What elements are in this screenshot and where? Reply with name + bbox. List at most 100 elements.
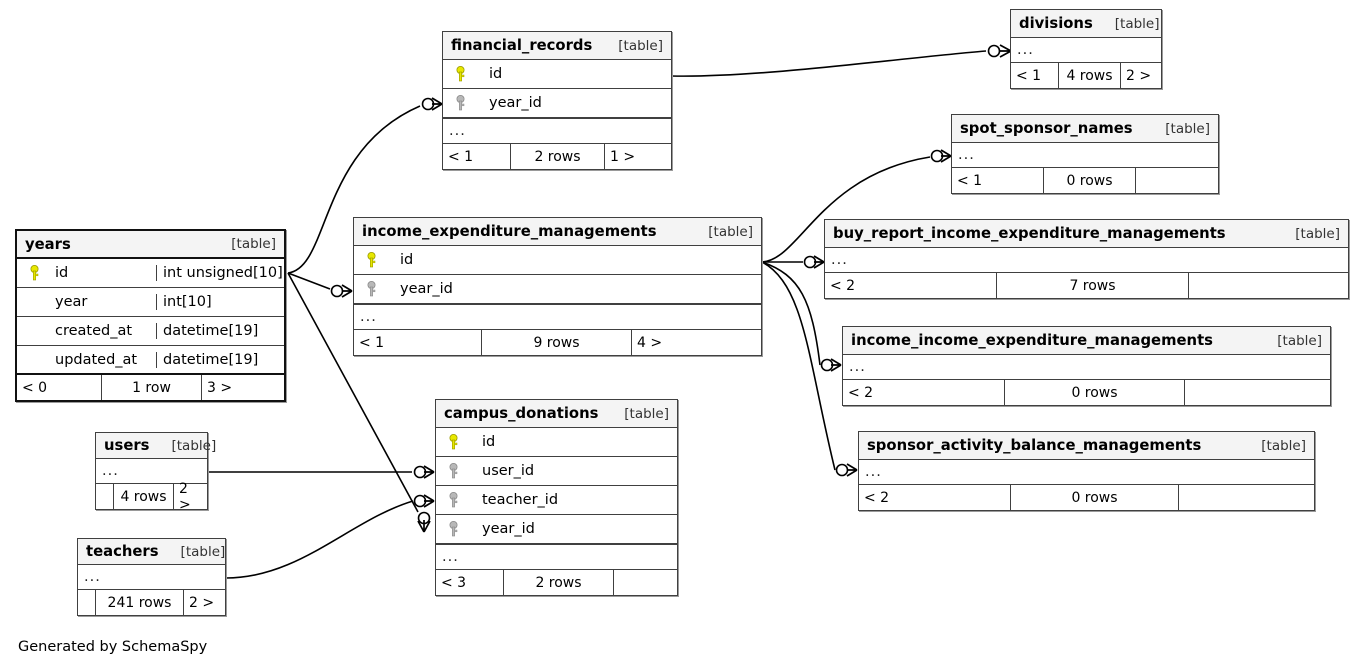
ellipsis-label: ... [831,252,848,268]
table-footer: < 2 0 rows [859,485,1314,510]
table-teachers[interactable]: teachers [table] ... 241 rows 2 > [77,538,226,616]
table-spot_sponsor_names[interactable]: spot_sponsor_names [table] ... < 1 0 row… [951,114,1219,194]
footer-row-count: 0 rows [1044,168,1136,193]
table-type-tag: [table] [1114,15,1160,32]
more-columns-indicator: ... [825,248,1348,273]
table-title: income_income_expenditure_managements [851,332,1213,349]
table-header-spot_sponsor_names: spot_sponsor_names [table] [952,115,1218,143]
footer-child-count [1185,380,1195,405]
primary-key-icon [23,265,45,281]
primary-key-icon [442,434,464,450]
table-type-tag: [table] [171,437,217,454]
table-header-financial_records: financial_records [table] [443,32,671,60]
table-header-users: users [table] [96,433,216,459]
table-users[interactable]: users [table] ... 4 rows 2 > [95,432,216,513]
table-title: teachers [86,543,159,560]
table-footer: < 0 1 row 3 > [17,375,284,400]
footer-row-count: 0 rows [1005,380,1185,405]
footer-parent-count: < 1 [952,168,1044,193]
table-income_income_expenditure_managements[interactable]: income_income_expenditure_managements [t… [842,326,1331,406]
foreign-key-icon [442,492,464,508]
ellipsis-label: ... [1017,42,1034,58]
table-footer: < 1 2 rows 1 > [443,144,671,169]
table-title: users [104,437,150,454]
footer-child-count: 3 > [207,379,233,396]
footer-child-count [1189,273,1199,298]
column-name: id [400,252,414,268]
footer-child-count: 2 > [189,594,215,611]
column-type: int unsigned[10] [163,265,283,281]
link-iem-income_income [761,261,821,366]
footer-child-count [614,570,624,595]
table-years[interactable]: years [table] id int unsigned[10] year [15,229,286,402]
footer-row-count: 1 row [102,375,202,400]
table-header-teachers: teachers [table] [78,539,225,565]
footer-parent-count: < 3 [436,570,504,595]
ellipsis-label: ... [849,359,866,375]
column-row-created-at: created_at datetime[19] [17,317,284,346]
footer-parent-count: < 2 [859,485,1011,510]
foreign-key-icon [442,521,464,537]
table-header-campus_donations: campus_donations [table] [436,400,677,428]
footer-row-count: 0 rows [1011,485,1179,510]
column-row-year-id: year_id [443,89,671,118]
footer-parent-count: < 0 [17,375,102,400]
table-footer: 4 rows 2 > [96,480,207,513]
table-type-tag: [table] [624,405,669,422]
footer-child-count [1179,485,1189,510]
foreign-key-icon [442,463,464,479]
footer-parent-count: < 2 [825,273,997,298]
footer-parent-count [96,484,114,509]
link-years-income_expenditure_managements [287,272,331,290]
table-header-buy_report_income_expenditure_managements: buy_report_income_expenditure_management… [825,220,1348,248]
footer-row-count: 4 rows [114,484,174,509]
table-header-years: years [table] [17,231,284,259]
column-name: year [55,294,88,310]
footer-child-count: 2 > [179,480,191,513]
table-header-income_income_expenditure_managements: income_income_expenditure_managements [t… [843,327,1330,355]
column-type: datetime[19] [163,351,259,368]
column-name: year_id [400,281,453,297]
footer-row-count: 241 rows [96,590,184,615]
table-header-income_expenditure_managements: income_expenditure_managements [table] [354,218,761,246]
footer-child-count [1136,168,1146,193]
ellipsis-label: ... [360,309,377,325]
column-row-year: year int[10] [17,288,284,317]
column-row-year-id: year_id [436,515,677,544]
table-title: income_expenditure_managements [362,223,657,240]
table-footer: < 2 0 rows [843,380,1330,405]
table-footer: 241 rows 2 > [78,590,225,615]
more-columns-indicator: ... [354,304,761,330]
column-row-id: id [354,246,761,275]
column-row-id: id int unsigned[10] [17,259,284,288]
footer-child-count: 4 > [637,334,663,351]
more-columns-indicator: ... [859,460,1314,485]
table-footer: < 1 0 rows [952,168,1218,193]
ellipsis-label: ... [84,569,101,585]
footer-row-count: 2 rows [504,570,614,595]
table-campus_donations[interactable]: campus_donations [table] id [435,399,678,596]
footer-row-count: 7 rows [997,273,1189,298]
table-divisions[interactable]: divisions [table] ... < 1 4 rows 2 > [1010,9,1162,89]
ellipsis-label: ... [102,463,119,479]
table-income_expenditure_managements[interactable]: income_expenditure_managements [table] i… [353,217,762,356]
table-sponsor_activity_balance_managements[interactable]: sponsor_activity_balance_managements [ta… [858,431,1315,511]
table-title: years [25,235,71,253]
column-row-year-id: year_id [354,275,761,304]
table-footer: < 1 9 rows 4 > [354,330,761,355]
footer-parent-count: < 1 [443,144,511,169]
link-financial_records-divisions [670,50,987,77]
more-columns-indicator: ... [1011,38,1161,63]
table-buy_report_income_expenditure_managements[interactable]: buy_report_income_expenditure_management… [824,219,1349,299]
foreign-key-icon [449,95,471,111]
table-type-tag: [table] [618,37,663,54]
primary-key-icon [360,252,382,268]
column-row-user-id: user_id [436,457,677,486]
column-name: id [55,265,69,281]
table-footer: < 3 2 rows [436,570,677,595]
table-financial_records[interactable]: financial_records [table] id [442,31,672,170]
table-footer: < 1 4 rows 2 > [1011,63,1161,88]
footer-parent-count: < 1 [354,330,482,355]
table-type-tag: [table] [231,236,276,252]
